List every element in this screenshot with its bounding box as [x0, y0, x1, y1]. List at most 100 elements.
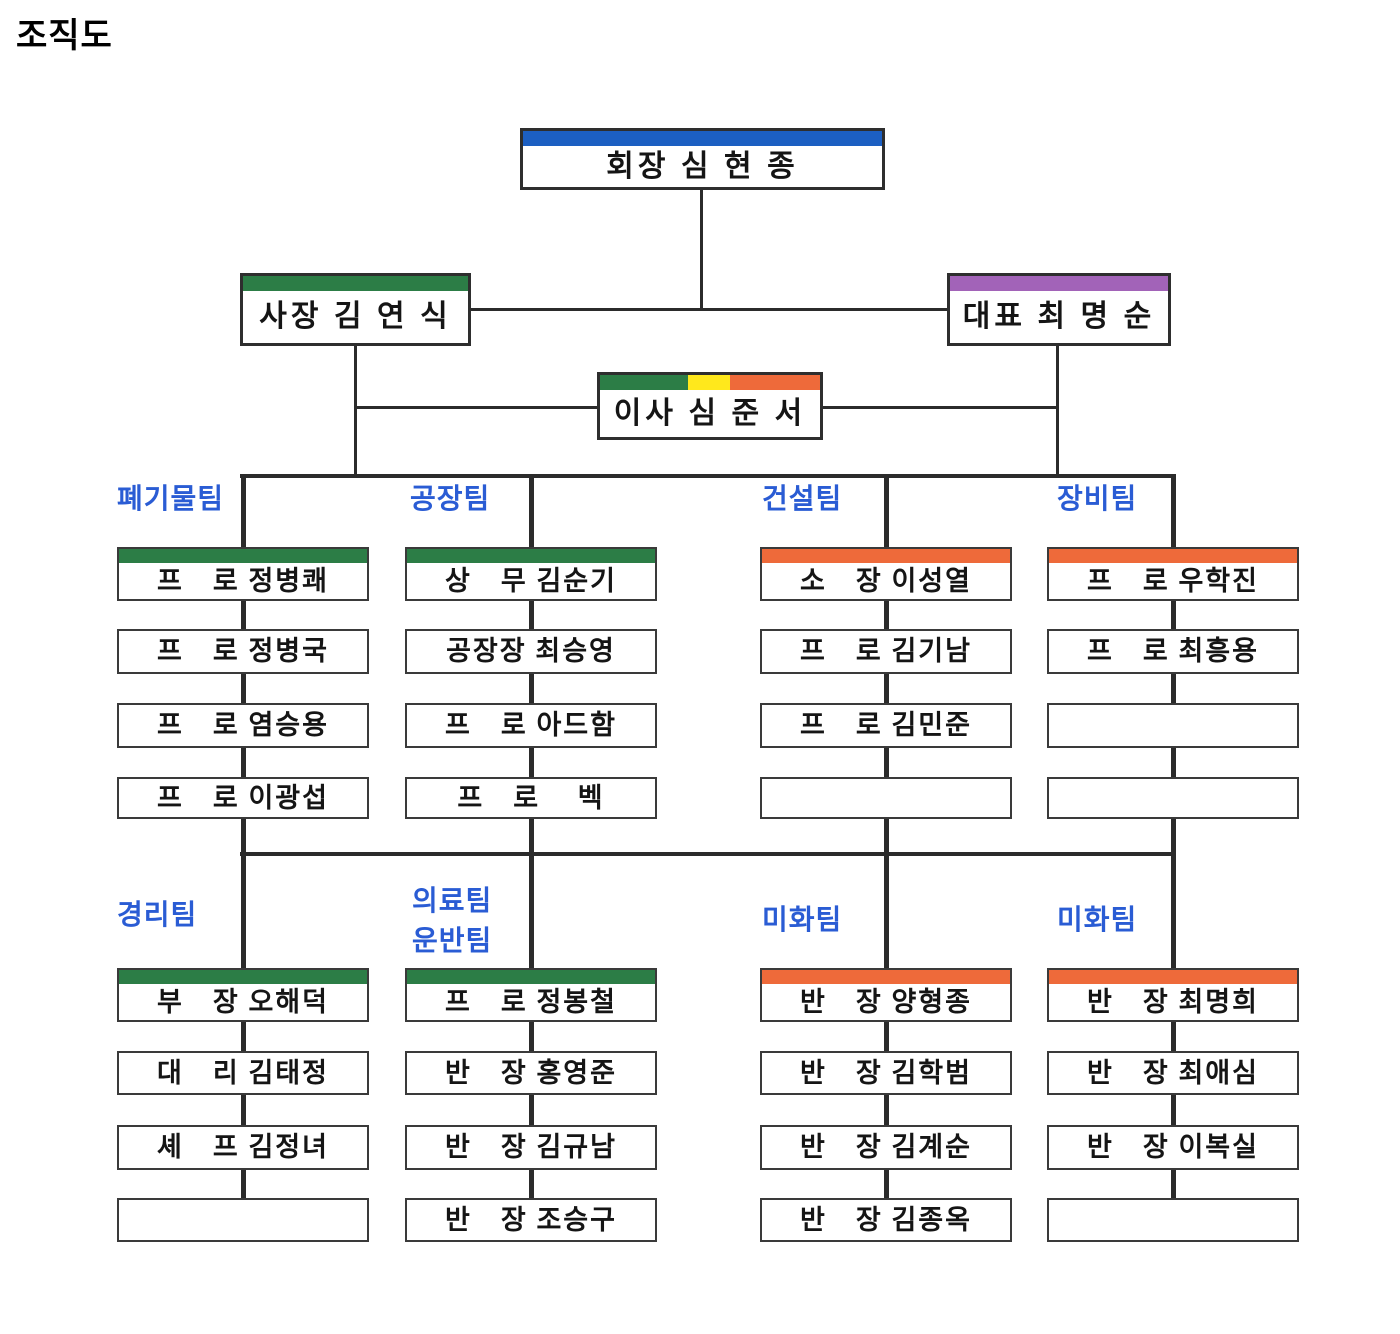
team-label-medical: 의료팀	[412, 886, 493, 917]
team-label-cleaning-2: 미화팀	[1057, 905, 1138, 936]
director-bar-orange-segment	[729, 375, 820, 390]
ceo-rank-bar	[950, 276, 1168, 291]
director-box: 이사 심 준 서	[597, 372, 823, 440]
member-name	[1049, 779, 1297, 817]
director-bar-yellow-segment	[688, 375, 730, 390]
team-label-cleaning-1: 미화팀	[762, 905, 843, 936]
member-name: 프 로 정봉철	[445, 986, 617, 1017]
member-box: 반 장 김계순	[760, 1125, 1012, 1170]
ceo-name: 대표 최 명 순	[962, 300, 1156, 333]
connector-level2-horizontal	[469, 308, 949, 311]
member-name: 프 로 아드함	[445, 710, 617, 740]
connector-president-vertical	[354, 346, 357, 476]
team-label-transport: 운반팀	[412, 926, 493, 957]
member-name: 소 장 이성열	[800, 565, 972, 596]
member-name: 프 로 김기남	[800, 636, 972, 666]
rank-color-bar	[1049, 970, 1297, 984]
member-box: 프 로 최흥용	[1047, 629, 1299, 674]
member-box: 프 로 정병국	[117, 629, 369, 674]
member-box-empty	[1047, 703, 1299, 748]
connector-lower-col1-vertical	[241, 852, 246, 1202]
director-bar-green-segment	[600, 375, 688, 390]
member-box: 프 로 정병쾌	[117, 547, 369, 601]
member-name: 프 로 이광섭	[157, 782, 329, 813]
connector-chairman-vertical	[700, 190, 703, 310]
member-name: 상 무 김순기	[445, 565, 617, 596]
member-name: 반 장 최애심	[1087, 1057, 1259, 1088]
member-box: 프 로 아드함	[405, 703, 657, 748]
member-box-empty	[760, 777, 1012, 819]
member-name: 프 로 벡	[457, 782, 605, 813]
member-name: 반 장 최명희	[1087, 986, 1259, 1017]
member-box-empty	[1047, 777, 1299, 819]
member-box: 프 로 정봉철	[405, 968, 657, 1022]
member-box: 프 로 김민준	[760, 703, 1012, 748]
member-box: 반 장 김종옥	[760, 1198, 1012, 1242]
member-box: 프 로 염승용	[117, 703, 369, 748]
member-box-empty	[1047, 1198, 1299, 1242]
connector-lower-col4-vertical	[1171, 852, 1176, 1202]
connector-director-left	[354, 406, 600, 409]
rank-color-bar	[119, 549, 367, 563]
team-label-construction: 건설팀	[762, 484, 843, 515]
director-rank-bar	[600, 375, 820, 390]
ceo-box: 대표 최 명 순	[947, 273, 1171, 346]
member-name	[1049, 705, 1297, 746]
chairman-box: 회장 심 현 종	[520, 128, 885, 190]
page-title: 조직도	[16, 17, 113, 55]
member-box: 반 장 조승구	[405, 1198, 657, 1242]
member-box: 공장장 최승영	[405, 629, 657, 674]
member-name	[1049, 1200, 1297, 1240]
member-box: 반 장 홍영준	[405, 1051, 657, 1095]
connector-lower-distribution	[240, 852, 1176, 856]
president-name: 사장 김 연 식	[259, 300, 452, 333]
member-name: 반 장 김계순	[800, 1132, 972, 1162]
team-label-equipment: 장비팀	[1057, 484, 1138, 515]
member-box: 프 로 김기남	[760, 629, 1012, 674]
member-box: 반 장 최명희	[1047, 968, 1299, 1022]
member-name: 프 로 정병쾌	[157, 565, 329, 596]
member-name: 반 장 이복실	[1087, 1132, 1259, 1162]
team-label-waste: 폐기물팀	[117, 484, 225, 515]
member-name	[119, 1200, 367, 1240]
member-box: 반 장 양형종	[760, 968, 1012, 1022]
connector-ceo-vertical	[1056, 346, 1059, 476]
rank-color-bar	[762, 549, 1010, 563]
member-box: 소 장 이성열	[760, 547, 1012, 601]
connector-upper-distribution	[240, 474, 1176, 478]
chairman-name: 회장 심 현 종	[606, 149, 799, 183]
member-name: 프 로 정병국	[157, 636, 329, 666]
member-box: 반 장 이복실	[1047, 1125, 1299, 1170]
member-name: 반 장 양형종	[800, 986, 972, 1017]
member-name: 셰 프 김정녀	[157, 1132, 329, 1162]
member-name: 반 장 김학범	[800, 1057, 972, 1088]
president-rank-bar	[243, 276, 468, 291]
rank-color-bar	[1049, 549, 1297, 563]
member-name: 반 장 홍영준	[445, 1057, 617, 1088]
member-name: 프 로 염승용	[157, 710, 329, 740]
member-box: 반 장 김학범	[760, 1051, 1012, 1095]
team-label-factory: 공장팀	[410, 484, 491, 515]
member-box: 부 장 오해덕	[117, 968, 369, 1022]
member-box: 반 장 김규남	[405, 1125, 657, 1170]
rank-color-bar	[119, 970, 367, 984]
member-box: 프 로 벡	[405, 777, 657, 819]
rank-color-bar	[762, 970, 1010, 984]
director-name: 이사 심 준 서	[613, 396, 807, 430]
member-box-empty	[117, 1198, 369, 1242]
connector-director-right	[821, 406, 1059, 409]
member-box: 프 로 우학진	[1047, 547, 1299, 601]
member-box: 프 로 이광섭	[117, 777, 369, 819]
member-name: 프 로 우학진	[1087, 565, 1259, 596]
member-name: 프 로 김민준	[800, 710, 972, 740]
member-name: 공장장 최승영	[446, 636, 616, 666]
member-name	[762, 779, 1010, 817]
rank-color-bar	[407, 549, 655, 563]
member-name: 반 장 김종옥	[800, 1204, 972, 1235]
team-label-accounting: 경리팀	[117, 900, 198, 931]
connector-lower-col2-vertical	[529, 852, 534, 1202]
member-name: 반 장 김규남	[445, 1132, 617, 1162]
member-name: 부 장 오해덕	[157, 986, 329, 1017]
member-name: 반 장 조승구	[445, 1204, 617, 1235]
connector-lower-col3-vertical	[884, 852, 889, 1202]
